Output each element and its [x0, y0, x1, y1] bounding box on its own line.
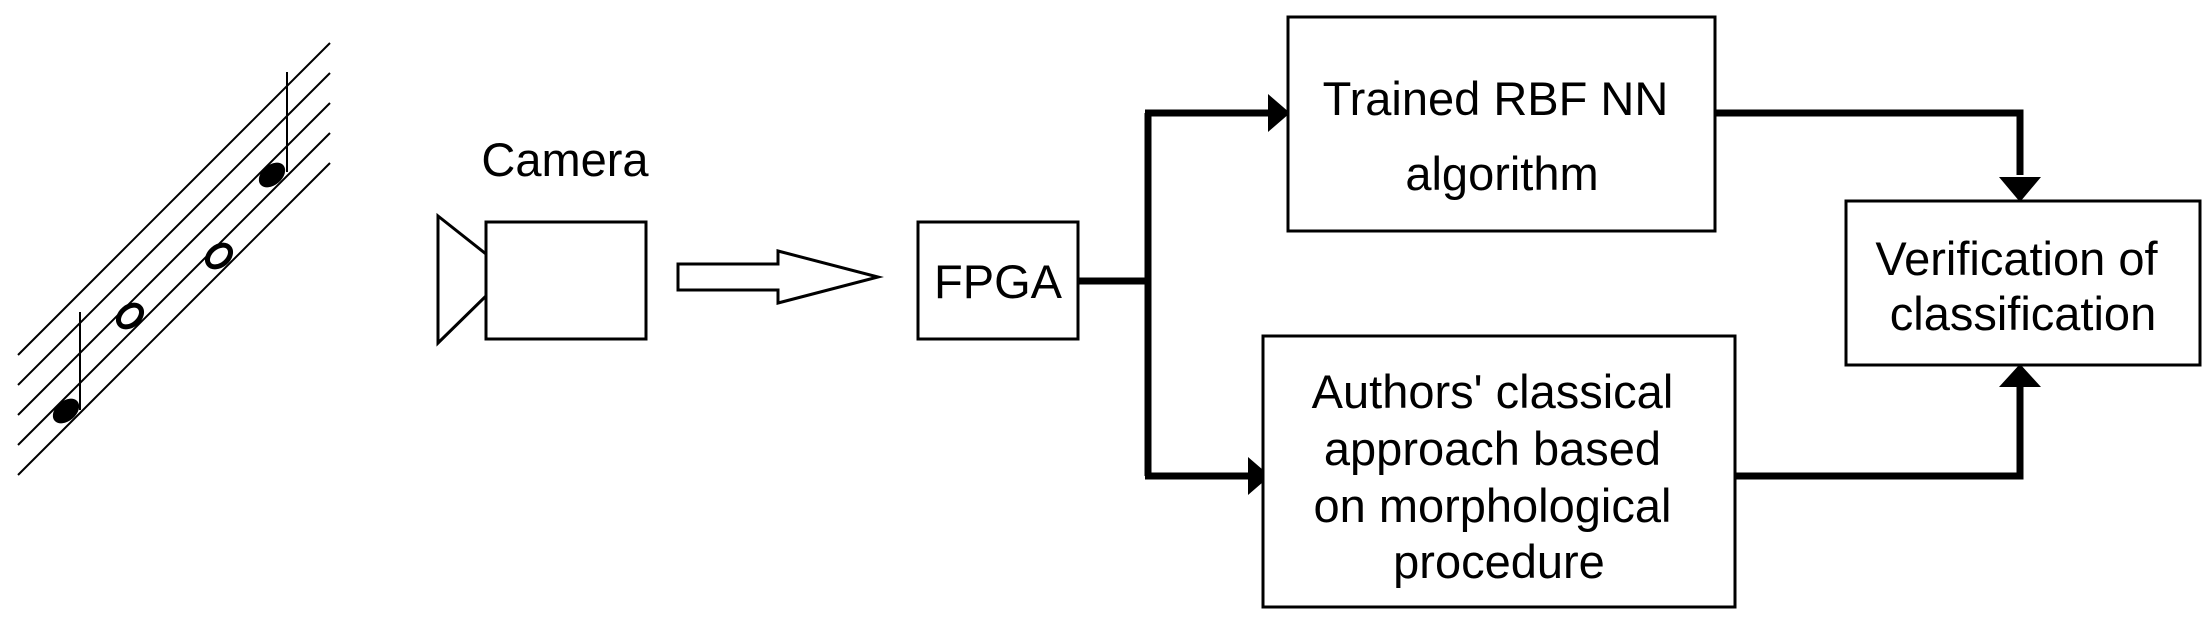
classical-to-verification-connector	[1735, 385, 2024, 480]
arrowhead-classical-to-verification	[1999, 364, 2041, 387]
arrowheads	[1248, 94, 2041, 495]
staff-line	[17, 102, 331, 416]
staff-line	[17, 132, 331, 446]
camera-icon	[436, 212, 648, 347]
filled-note-head	[52, 398, 80, 424]
arrowhead-rbf-to-verification	[1999, 177, 2041, 202]
staff-line	[17, 42, 331, 356]
verification-label-line: classification	[1890, 287, 2156, 340]
classical-label: Authors' classical approach based on mor…	[1312, 365, 1687, 588]
rbf-label: Trained RBF NN algorithm	[1323, 72, 1682, 200]
staff-line	[17, 162, 331, 476]
rbf-label-line: Trained RBF NN	[1323, 72, 1669, 125]
filled-note-head	[258, 162, 286, 188]
classical-label-line: procedure	[1393, 535, 1605, 588]
camera-label: Camera	[481, 133, 649, 186]
arrowhead-to-classical	[1248, 457, 1270, 495]
fpga-box	[916, 220, 1080, 341]
hollow-note-head	[115, 302, 145, 330]
verification-box	[1844, 199, 2202, 367]
music-notes	[52, 162, 286, 424]
camera-body	[484, 220, 648, 341]
fpga-label: FPGA	[934, 255, 1063, 308]
rbf-box	[1286, 15, 1717, 233]
music-staff-illustration	[17, 42, 331, 476]
rbf-to-verification-connector	[1715, 109, 2024, 175]
classical-label-line: approach based	[1324, 422, 1661, 475]
rbf-label-line: algorithm	[1405, 147, 1598, 200]
staff-line	[17, 72, 331, 386]
connectors	[1078, 109, 2024, 480]
hollow-note-head	[204, 242, 234, 270]
verification-label: Verification of classification	[1875, 232, 2170, 340]
hollow-arrow	[676, 249, 884, 305]
arrowhead-to-rbf	[1268, 94, 1290, 132]
verification-label-line: Verification of	[1875, 232, 2158, 285]
camera-lens	[436, 212, 488, 347]
classical-box	[1261, 334, 1737, 609]
classical-label-line: on morphological	[1313, 479, 1671, 532]
classical-label-line: Authors' classical	[1312, 365, 1674, 418]
